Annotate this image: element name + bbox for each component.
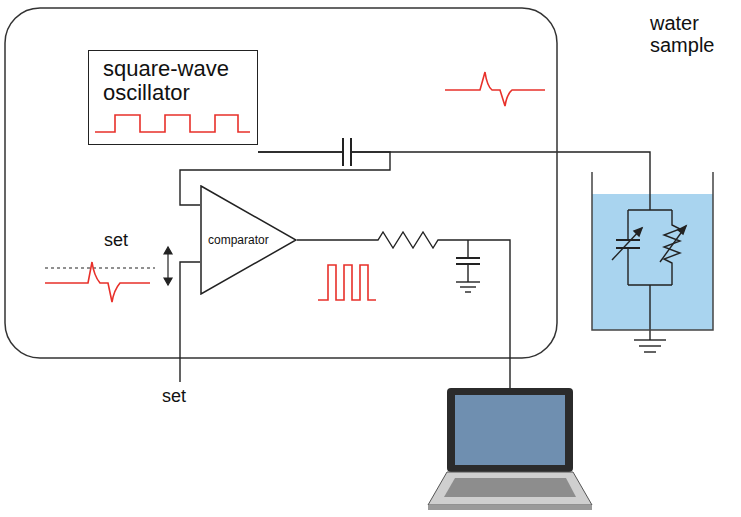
set-input-lead	[180, 262, 200, 382]
beaker-outline	[590, 172, 715, 332]
box-title: square-wave oscillator	[103, 57, 249, 105]
set-label: set	[162, 386, 186, 406]
coupling-capacitor	[343, 138, 351, 166]
set-label: set	[104, 230, 128, 250]
sample-equivalent-circuit	[612, 172, 686, 352]
comparator-label: comparator	[208, 233, 269, 247]
laptop-icon	[428, 388, 592, 510]
filter-capacitor	[456, 240, 480, 292]
adjust-arrow	[164, 247, 172, 285]
pulse-trace	[45, 262, 150, 302]
comparator-outline	[201, 186, 296, 294]
water-beaker: water sample	[590, 172, 715, 332]
water	[592, 194, 713, 330]
instrument-housing	[5, 8, 557, 358]
pulse-trace	[445, 72, 545, 106]
digital-trace	[318, 265, 376, 300]
sample-heading: water sample	[650, 12, 730, 56]
comparator-triangle: comparator	[200, 185, 297, 295]
threshold-line	[45, 267, 155, 268]
square-wave-trace	[95, 115, 250, 132]
oscillator-box: square-wave oscillator	[88, 50, 258, 145]
signal-wire	[258, 152, 650, 172]
beaker-outline	[592, 172, 713, 330]
signal-wire	[180, 152, 390, 205]
output-wire	[297, 232, 510, 388]
